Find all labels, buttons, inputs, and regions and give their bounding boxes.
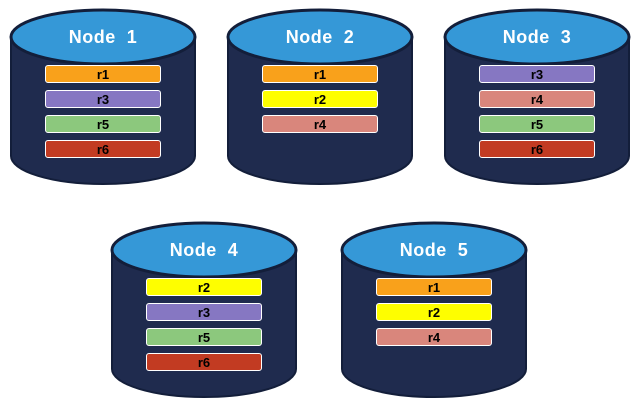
replica-label: r6 [197,354,211,370]
replica-label: r6 [530,141,544,157]
replica-bar: r3 [146,303,262,321]
database-node: Node 1 r1 r3 r5 r6 [8,6,198,196]
replica-bar: r1 [376,278,492,296]
replica-label: r2 [427,304,441,320]
database-node: Node 2 r1 r2 r4 [225,6,415,196]
cylinder-top-shape [9,8,197,66]
cylinder-top-shape [110,221,298,279]
replica-bar: r6 [479,140,595,158]
replica-bar: r1 [45,65,161,83]
replica-label: r5 [197,329,211,345]
replica-label: r1 [313,66,327,82]
replica-list: r2 r3 r5 r6 [109,278,299,371]
replica-bar: r5 [45,115,161,133]
replica-label: r1 [427,279,441,295]
replica-label: r2 [313,91,327,107]
cylinder-top-shape [443,8,631,66]
replica-bar: r6 [45,140,161,158]
node-title: Node 3 [502,26,572,47]
replica-bar: r2 [376,303,492,321]
replica-label: r3 [96,91,110,107]
replica-label: r6 [96,141,110,157]
cylinder-top-shape [226,8,414,66]
node-title: Node 2 [285,26,355,47]
database-node: Node 5 r1 r2 r4 [339,219,529,402]
replica-list: r3 r4 r5 r6 [442,65,632,158]
database-node: Node 4 r2 r3 r5 r6 [109,219,299,402]
replica-bar: r3 [45,90,161,108]
replica-label: r1 [96,66,110,82]
replica-label: r3 [197,304,211,320]
replica-bar: r3 [479,65,595,83]
replica-label: r4 [530,91,544,107]
database-node: Node 3 r3 r4 r5 r6 [442,6,632,196]
replica-bar: r5 [146,328,262,346]
replica-bar: r4 [376,328,492,346]
replica-bar: r5 [479,115,595,133]
replica-label: r5 [96,116,110,132]
replica-label: r2 [197,279,211,295]
cylinder-top-shape [340,221,528,279]
replica-bar: r1 [262,65,378,83]
replica-bar: r4 [479,90,595,108]
replica-bar: r2 [262,90,378,108]
node-title: Node 4 [169,239,239,260]
replica-list: r1 r2 r4 [225,65,415,133]
node-title: Node 5 [399,239,469,260]
replica-label: r5 [530,116,544,132]
replica-label: r3 [530,66,544,82]
replica-list: r1 r2 r4 [339,278,529,346]
replica-label: r4 [427,329,441,345]
replica-bar: r6 [146,353,262,371]
replica-bar: r2 [146,278,262,296]
node-title: Node 1 [68,26,138,47]
row-bottom: Node 4 r2 r3 r5 r6 Node 5 r1 r2 r4 [0,219,638,402]
replica-label: r4 [313,116,327,132]
replica-bar: r4 [262,115,378,133]
replica-list: r1 r3 r5 r6 [8,65,198,158]
